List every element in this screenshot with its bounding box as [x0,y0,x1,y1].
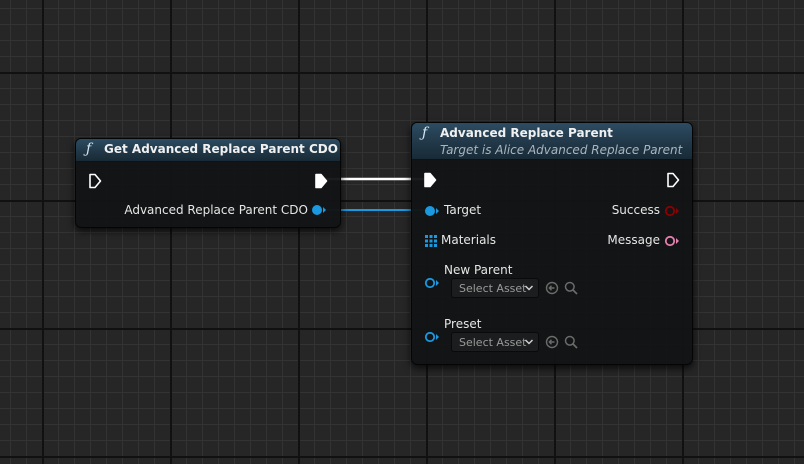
preset-asset-picker[interactable]: Select Asset [451,332,539,352]
new-parent-asset-picker[interactable]: Select Asset [451,278,539,298]
target-pin[interactable] [424,205,440,217]
exec-in-pin[interactable] [88,173,102,189]
use-selected-asset-icon[interactable] [545,335,559,349]
use-selected-asset-icon[interactable] [545,281,559,295]
exec-out-pin[interactable] [314,173,328,189]
advanced-replace-parent-node[interactable]: ƒ Advanced Replace Parent Target is Alic… [411,122,693,365]
browse-asset-search-icon[interactable] [564,335,578,349]
success-label: Success [611,203,660,217]
function-icon: ƒ [422,125,428,141]
exec-out-pin[interactable] [666,172,680,188]
cdo-output-pin[interactable] [311,204,327,216]
exec-in-pin[interactable] [423,172,437,188]
materials-array-pin[interactable] [425,235,437,247]
target-label: Target [444,203,482,217]
new-parent-label: New Parent [444,263,513,277]
function-icon: ƒ [86,141,92,157]
asset-picker-value: Select Asset [459,282,527,295]
new-parent-pin[interactable] [424,277,440,289]
asset-picker-value: Select Asset [459,336,527,349]
chevron-down-icon [524,285,534,291]
success-pin[interactable] [664,205,680,217]
browse-asset-search-icon[interactable] [564,281,578,295]
chevron-down-icon [524,339,534,345]
advanced-replace-parent-title: Advanced Replace Parent [440,126,613,140]
get-cdo-node[interactable]: ƒ Get Advanced Replace Parent CDO Advanc… [75,138,341,228]
get-cdo-node-title: Get Advanced Replace Parent CDO [104,142,338,156]
message-pin[interactable] [664,235,680,247]
preset-pin[interactable] [424,331,440,343]
preset-label: Preset [444,317,482,331]
advanced-replace-parent-header[interactable]: ƒ Advanced Replace Parent Target is Alic… [412,123,692,160]
cdo-output-label: Advanced Replace Parent CDO [124,203,308,217]
get-cdo-node-header[interactable]: ƒ Get Advanced Replace Parent CDO [76,139,340,162]
message-label: Message [607,233,660,247]
advanced-replace-parent-subtitle: Target is Alice Advanced Replace Parent [440,143,683,157]
materials-label: Materials [441,233,497,247]
